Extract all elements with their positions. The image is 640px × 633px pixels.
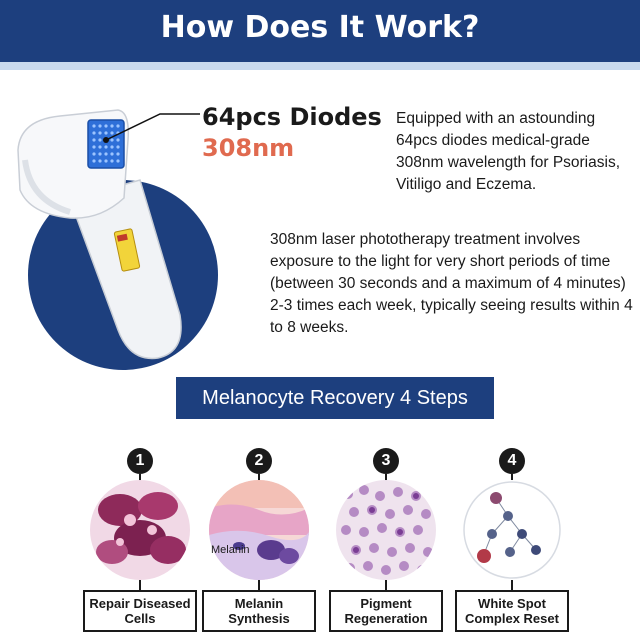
steps-banner: Melanocyte Recovery 4 Steps [176, 377, 494, 419]
connector-line [385, 580, 387, 590]
step-number-badge: 1 [127, 448, 153, 474]
step-pigment-regeneration: 3 Pigment Regeneration [326, 448, 446, 633]
connector-line [511, 474, 513, 484]
step-repair-diseased-cells: 1 Repair Diseased Cells [80, 448, 200, 633]
step-label: Repair Diseased Cells [83, 590, 197, 632]
laser-device-image [17, 109, 200, 360]
step-label: Melanin Synthesis [202, 590, 316, 632]
diode-count-label: 64pcs Diodes [202, 103, 382, 131]
feature-description: Equipped with an astounding 64pcs diodes… [396, 110, 621, 193]
header-divider [0, 62, 640, 70]
diseased-cells-image [90, 480, 190, 580]
connector-line [385, 474, 387, 484]
step-label: Pigment Regeneration [329, 590, 443, 632]
melanin-synthesis-image [209, 480, 309, 580]
connector-line [258, 474, 260, 484]
connector-line [258, 580, 260, 590]
step-label: White Spot Complex Reset [455, 590, 569, 632]
treatment-description: 308nm laser phototherapy treatment invol… [270, 231, 633, 336]
pigment-regeneration-image [336, 480, 436, 580]
white-spot-reset-image [462, 480, 562, 580]
page-title: How Does It Work? [160, 10, 480, 45]
step-melanin-synthesis: 2 Melanin Melanin Synthesis [199, 448, 319, 633]
step-number-badge: 3 [373, 448, 399, 474]
melanin-tag: Melanin [211, 544, 250, 556]
step-number-badge: 4 [499, 448, 525, 474]
connector-line [511, 580, 513, 590]
connector-line [139, 474, 141, 484]
connector-line [139, 580, 141, 590]
wavelength-label: 308nm [202, 134, 295, 162]
step-white-spot-complex-reset: 4 White Spot Complex Reset [452, 448, 572, 633]
header-bar: How Does It Work? [0, 0, 640, 62]
step-number-badge: 2 [246, 448, 272, 474]
